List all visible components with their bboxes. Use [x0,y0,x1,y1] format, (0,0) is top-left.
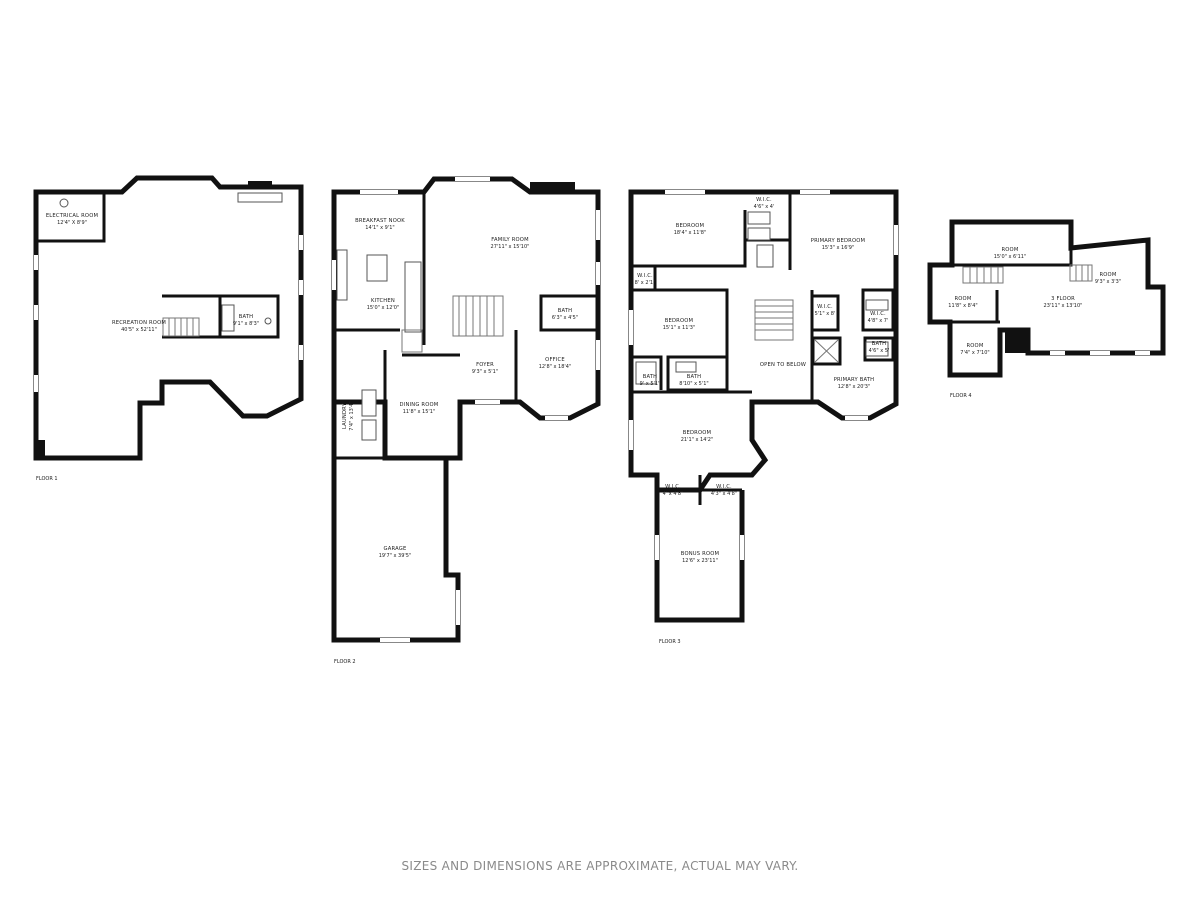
wic-6-label: W.I.C. [716,484,732,490]
floor-4-label: FLOOR 4 [950,393,972,399]
floor4-3-floor-label: 3 FLOOR [1051,296,1075,302]
primary-bath-label: PRIMARY BATH [834,377,875,383]
bedroom-1-dims: 18'4" x 11'8" [674,230,707,236]
bonus-room-label: BONUS ROOM [681,551,719,557]
floor4-room-3-dims: 11'8" x 8'4" [948,303,977,309]
recreation-room-dims: 40'5" x 52'11" [121,327,157,333]
primary-bath-dims: 12'8" x 20'3" [838,384,871,390]
floor2-bath-label: BATH [558,308,573,314]
floor-4-plan: ROOM 15'0" x 6'11" ROOM 9'3" x 3'3" ROOM… [927,219,1166,399]
family-room-dims: 27'11" x 15'10" [491,244,530,250]
primary-bedroom-label: PRIMARY BEDROOM [811,238,865,244]
floor4-room-4-dims: 7'4" x 7'10" [960,350,989,356]
wic-5-label: W.I.C. [665,484,681,490]
floor3-bath-2-dims: 8'10" x 5'1" [679,381,708,387]
bedroom-3-label: BEDROOM [683,430,711,436]
floor1-bath-label: BATH [239,314,254,320]
recreation-room-label: RECREATION ROOM [112,320,166,326]
wic-2-dims: 8' x 2'1" [635,280,656,286]
floor4-room-3-label: ROOM [954,296,971,302]
floor-2-plan: BREAKFAST NOOK 14'1" x 9'1" FAMILY ROOM … [331,176,601,665]
breakfast-nook-dims: 14'1" x 9'1" [365,225,394,231]
breakfast-nook-label: BREAKFAST NOOK [355,218,405,224]
dining-room-dims: 11'8" x 15'1" [403,409,436,415]
floor1-bath-dims: 9'1" x 8'3" [233,321,259,327]
floor4-room-4-label: ROOM [966,343,983,349]
wic-4-dims: 4'8" x 7' [868,318,889,324]
wic-1-dims: 4'6" x 4' [754,204,775,210]
floor4-room-1-label: ROOM [1001,247,1018,253]
wic-3-dims: 5'1" x 8' [815,311,836,317]
primary-bedroom-dims: 15'3" x 16'9" [822,245,855,251]
office-dims: 12'8" x 18'4" [539,364,572,370]
electrical-room-label: ELECTRICAL ROOM [46,213,98,219]
wic-2-label: W.I.C. [637,273,653,279]
office-label: OFFICE [545,357,565,363]
wic-3-label: W.I.C. [817,304,833,310]
bedroom-3-dims: 21'1" x 14'2" [681,437,714,443]
floor-1-plan: ELECTRICAL ROOM 12'4" X 8'9" RECREATION … [33,175,304,482]
floor-3-label: FLOOR 3 [659,639,681,645]
bedroom-2-dims: 15'1" x 11'3" [663,325,696,331]
floor3-bath-2-label: BATH [687,374,702,380]
floor3-bath-3-label: BATH [872,341,887,347]
dining-room-label: DINING ROOM [400,402,439,408]
floor4-room-2-dims: 9'3" x 3'3" [1095,279,1121,285]
wic-1-label: W.I.C. [756,197,772,203]
floor3-bath-3-dims: 4'6" x 5' [869,348,890,354]
kitchen-dims: 15'0" x 12'0" [367,305,400,311]
foyer-dims: 9'3" x 5'1" [472,369,498,375]
floor4-room-2-label: ROOM [1099,272,1116,278]
family-room-label: FAMILY ROOM [491,237,529,243]
floor-3-plan: BEDROOM 18'4" x 11'8" W.I.C. 4'6" x 4' P… [628,189,899,645]
floor3-bath-1-label: BATH [643,374,658,380]
bedroom-1-label: BEDROOM [676,223,704,229]
disclaimer-text: SIZES AND DIMENSIONS ARE APPROXIMATE, AC… [401,859,799,873]
wic-5-dims: 4' x 4'8" [663,491,684,497]
wic-6-dims: 4'3" x 4'8" [711,491,737,497]
garage-dims: 19'7" x 39'5" [379,553,412,559]
bedroom-2-label: BEDROOM [665,318,693,324]
floor4-3-floor-dims: 23'11" x 13'10" [1044,303,1083,309]
laundry-dims: 7'4" x 13'4" [349,401,355,430]
floor4-room-1-dims: 15'0" x 6'11" [994,254,1027,260]
garage-label: GARAGE [384,546,407,552]
kitchen-label: KITCHEN [371,298,395,304]
foyer-label: FOYER [476,362,494,368]
electrical-room-dims: 12'4" X 8'9" [57,220,87,226]
open-to-below-label: OPEN TO BELOW [760,362,806,368]
floor2-bath-dims: 6'3" x 4'5" [552,315,578,321]
floor-1-label: FLOOR 1 [36,476,58,482]
floor3-bath-1-dims: 9' x 5'1" [640,381,661,387]
floor-2-label: FLOOR 2 [334,659,356,665]
bonus-room-dims: 12'6" x 23'11" [682,558,718,564]
wic-4-label: W.I.C. [870,311,886,317]
laundry-label: LAUNDRY [342,402,348,429]
